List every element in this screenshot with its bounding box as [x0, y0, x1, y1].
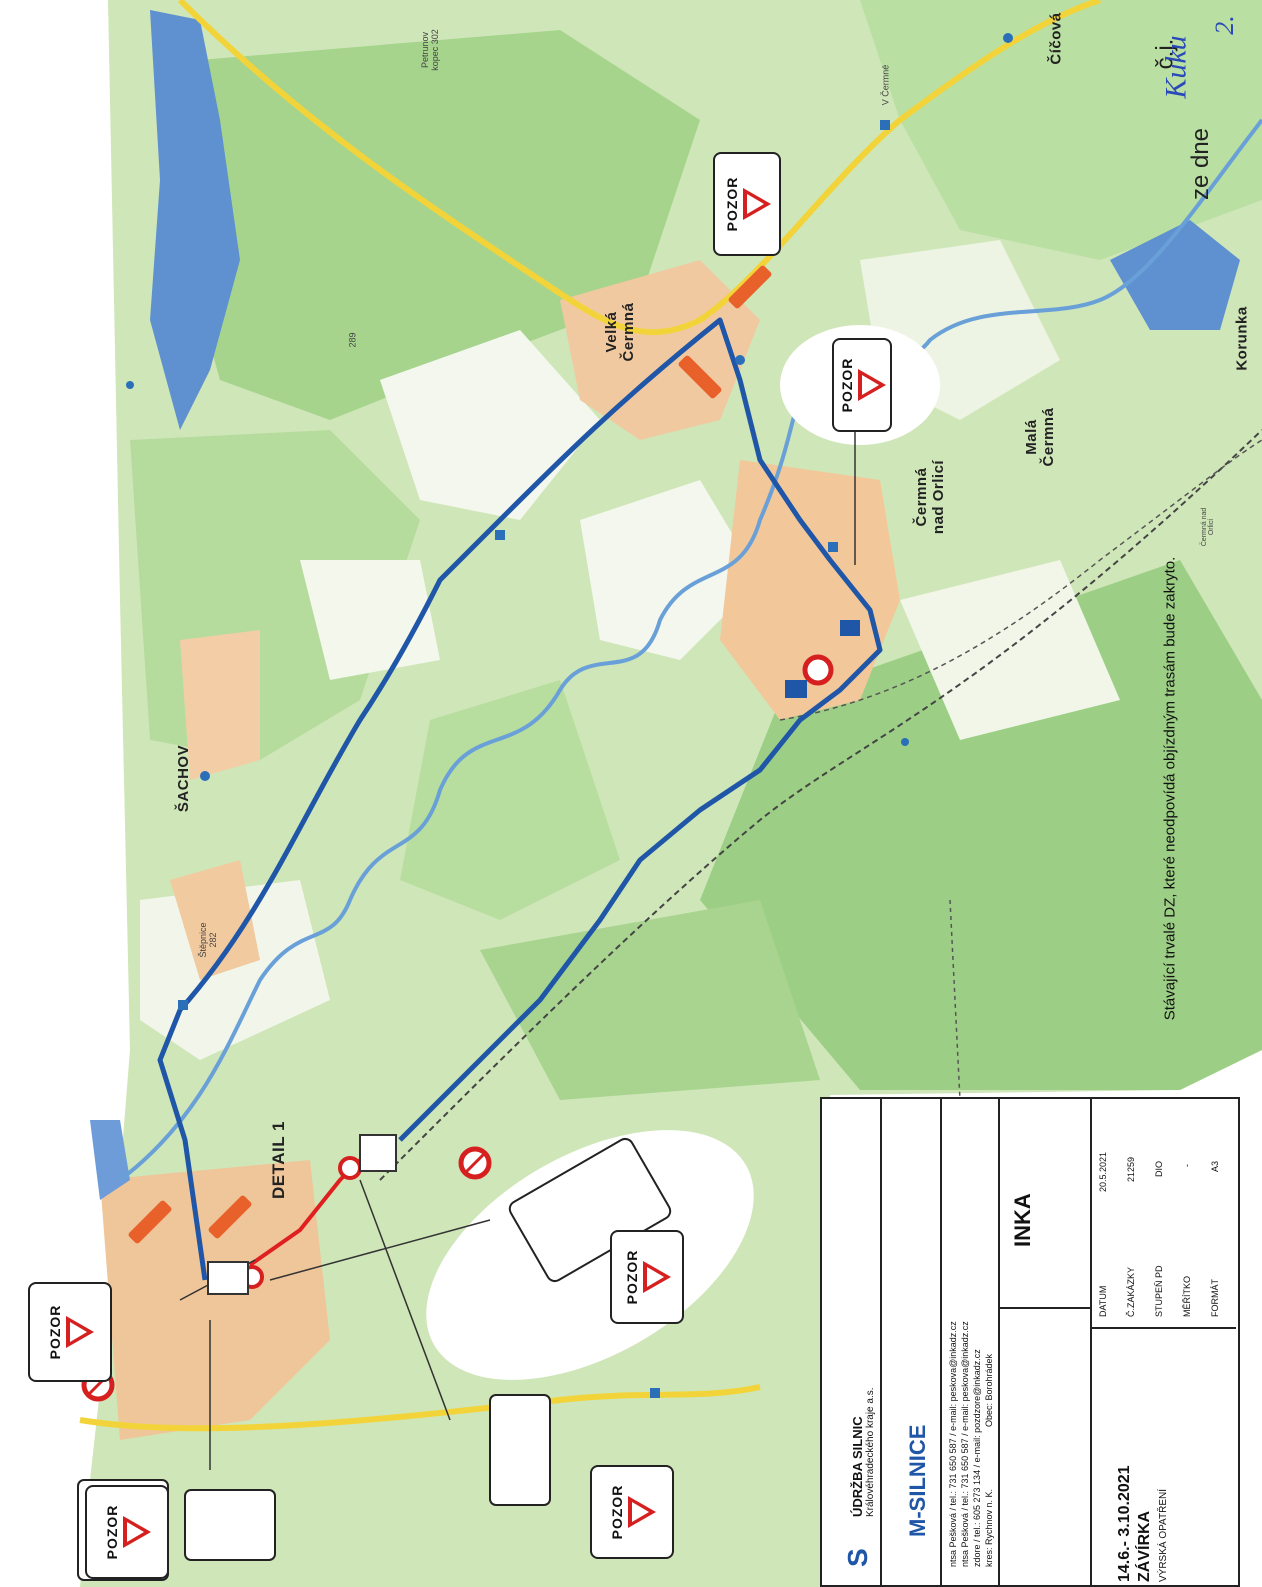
village-area	[100, 1160, 330, 1440]
hill-stepnice: Štěpnice 282	[198, 922, 218, 958]
warning-triangle-icon	[742, 188, 771, 220]
station-label: Čermná nad Orlicí	[1201, 507, 1215, 547]
sign-text: POZOR	[723, 176, 740, 232]
row-label-zakazka: Č.ZAKÁZKY	[1126, 1266, 1136, 1317]
info-frame	[820, 1097, 1240, 1587]
field-area	[900, 560, 1120, 740]
warning-sign-pozor: POZOR	[610, 1230, 684, 1324]
railway	[379, 429, 1262, 1181]
warning-sign-pozor: POZOR	[713, 152, 781, 256]
lake	[150, 10, 240, 430]
place-cermna-nad-orlici: Čermná nad Orlicí	[913, 459, 947, 535]
place-sachov: ŠACHOV	[175, 744, 193, 813]
row-label-format: FORMÁT	[1210, 1279, 1220, 1317]
m-silnice-logo: M-SILNICE	[905, 1424, 930, 1537]
forest-area	[860, 0, 1262, 260]
place-mala-cermna: Malá Čermná	[1023, 407, 1057, 467]
row-value-format: A3	[1210, 1160, 1220, 1172]
place-velka-cermna: Velká Čermná	[603, 302, 637, 362]
municipality-label: Obec: Borohrádek	[984, 1353, 994, 1427]
forest-area	[400, 680, 620, 920]
row-label-stupen: STUPEŇ PD	[1154, 1265, 1164, 1317]
note-text: Stávající trvalé DZ, které neodpovídá ob…	[1161, 556, 1179, 1021]
detail-label: DETAIL 1	[269, 1121, 288, 1199]
warning-sign-pozor: POZOR	[28, 1282, 112, 1382]
row-value-stupen: DIO	[1154, 1160, 1164, 1177]
sign-text: POZOR	[623, 1249, 640, 1305]
warning-triangle-icon	[122, 1516, 151, 1548]
village-area	[180, 630, 260, 780]
hill-petrunov: Petrunov kopec 302	[420, 29, 440, 71]
lake	[1110, 220, 1240, 330]
district-label: kres: Rychnov n. K.	[984, 1488, 994, 1567]
period: 14.6.- 3.10.2021	[1116, 1465, 1133, 1582]
no-entry-sign	[802, 654, 834, 686]
sign-text: POZOR	[46, 1304, 63, 1360]
village-area	[170, 860, 260, 980]
detour-route	[157, 317, 883, 1281]
forest-area	[480, 900, 820, 1100]
sign-text: POZOR	[608, 1484, 625, 1540]
handwritten-note: 2.	[1209, 15, 1239, 35]
company-sus-sub: Královéhradeckého kraje a.s.	[865, 1387, 876, 1517]
main-road	[177, 0, 1101, 336]
field-area	[580, 480, 760, 660]
warning-sign-pozor: POZOR	[85, 1485, 169, 1579]
sign-text: POZOR	[103, 1504, 120, 1560]
warning-sign-pozor: POZOR	[832, 338, 892, 432]
road-label: V Čermné	[880, 64, 891, 106]
contact-1: ntsa Pešková / tel.: 731 650 587 / e-mai…	[948, 1321, 958, 1567]
warning-triangle-icon	[627, 1496, 656, 1528]
measure-title: VÝRSKÁ OPATŘENÍ	[1158, 1489, 1169, 1582]
info-block: S ÚDRŽBA SILNIC Královéhradeckého kraje …	[820, 1097, 1240, 1587]
warning-triangle-icon	[65, 1316, 94, 1348]
row-label-datum: DATUM	[1098, 1285, 1108, 1317]
contact-2: ntsa Pešková / tel.: 731 650 587 / e-mai…	[960, 1321, 970, 1567]
inka-logo: INKA	[1010, 1193, 1035, 1247]
railway	[779, 439, 1262, 721]
place-cicova: Číčová	[1047, 12, 1065, 65]
warning-triangle-icon	[642, 1261, 671, 1293]
row-label-meritko: MĚŘÍTKO	[1182, 1275, 1192, 1317]
no-entry-sign	[338, 1156, 362, 1180]
company-sus: ÚDRŽBA SILNIC	[850, 1416, 865, 1517]
row-value-meritko: -	[1182, 1164, 1192, 1167]
sign-text: POZOR	[838, 357, 855, 413]
place-korunka: Korunka	[1233, 306, 1251, 371]
warning-triangle-icon	[857, 369, 886, 401]
closure-title: ZÁVÍRKA	[1136, 1510, 1153, 1582]
warning-sign-pozor: POZOR	[590, 1465, 674, 1559]
sus-logo: S	[842, 1548, 873, 1567]
row-value-datum: 20.5.2021	[1098, 1151, 1108, 1192]
row-value-zakazka: 21259	[1126, 1156, 1136, 1182]
handwritten-number: Kuku	[1159, 35, 1193, 99]
date-label: ze dne	[1187, 127, 1215, 201]
contact-3: zdore / tel.: 605 273 134 / e-mail: pozd…	[972, 1349, 982, 1567]
elevation-289: 289	[347, 332, 358, 348]
river	[118, 118, 1262, 1182]
